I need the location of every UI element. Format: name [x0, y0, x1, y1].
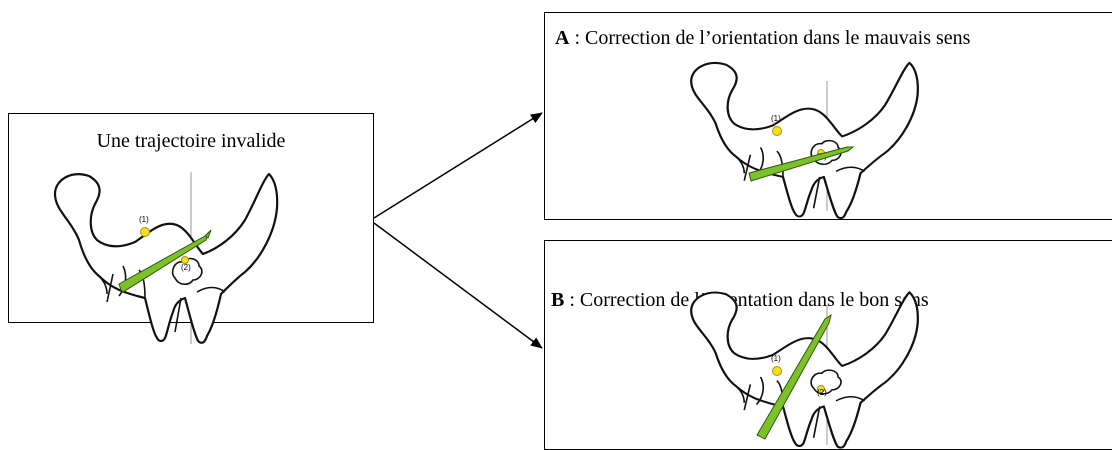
panel-b-letter: B [551, 289, 565, 311]
needle [756, 313, 832, 440]
panel-title: Une trajectoire invalide [96, 130, 286, 152]
invalid-trajectory-panel: Une trajectoire invalide (1) (2) [8, 113, 374, 344]
sacrum-illustration-a: (1) (2) [690, 61, 919, 220]
panel-a: A : Correction de l’orientation dans le … [544, 12, 1112, 220]
marker-1-label: (1) [771, 354, 781, 363]
marker-2-label: (2) [817, 388, 827, 397]
marker-2 [817, 385, 825, 393]
panel-a-letter: A [555, 27, 570, 49]
arrow-to-b [373, 222, 543, 349]
marker-1-label: (1) [139, 215, 149, 224]
marker-1 [772, 126, 782, 136]
sacrum-illustration: (1) (2) [53, 172, 279, 344]
panel-b-text: : Correction de l’orientation dans le bo… [564, 289, 929, 311]
marker-1 [772, 366, 782, 376]
panel-b: B : Correction de l’orientation dans le … [544, 240, 1112, 450]
marker-2 [181, 256, 189, 264]
arrow-to-a [373, 112, 543, 219]
panel-b-caption: B : Correction de l’orientation dans le … [551, 289, 929, 311]
marker-1-label: (1) [771, 114, 781, 123]
marker-1 [140, 227, 150, 237]
needle [748, 146, 855, 182]
panel-a-text: : Correction de l’orientation dans le ma… [569, 27, 971, 49]
panel-a-caption: A : Correction de l’orientation dans le … [555, 27, 970, 49]
sacrum-illustration-b: (1) (2) [690, 291, 919, 449]
marker-2-label: (2) [181, 263, 191, 272]
needle-tip [204, 229, 212, 239]
